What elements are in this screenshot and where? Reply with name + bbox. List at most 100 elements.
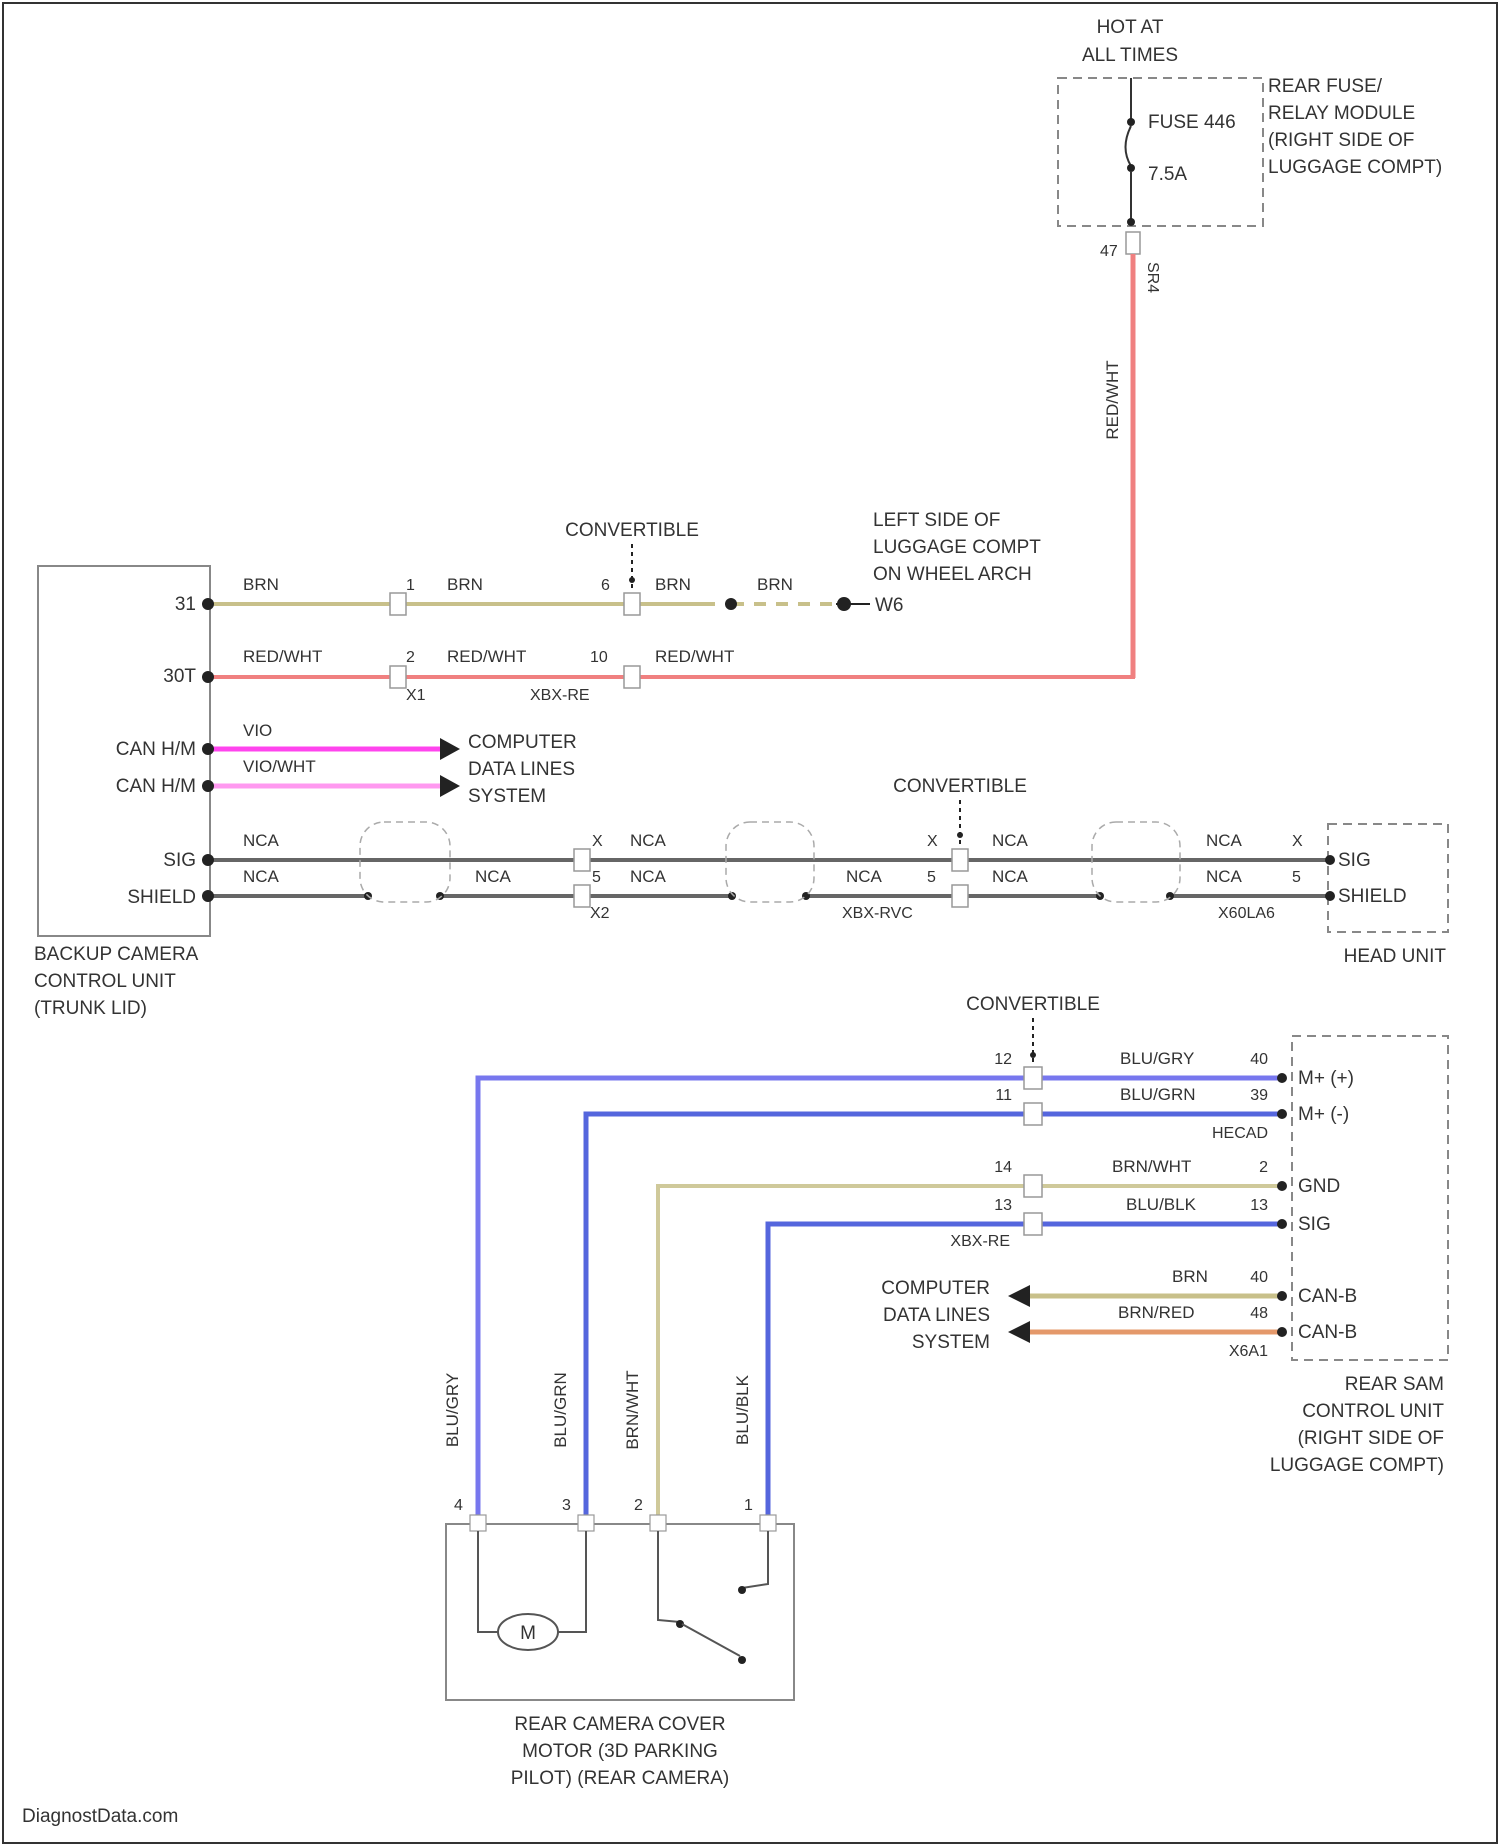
rear-sam-wires: CONVERTIBLE 12 11 14 13 BLU/GRY BLU/GRN …	[478, 994, 1287, 1524]
rear-camera-cover-motor: BLU/GRY BLU/GRN BRN/WHT BLU/BLK 4 3 2 1 …	[443, 1370, 794, 1789]
motor-pin-1: 1	[744, 1497, 753, 1514]
ground-label-3: ON WHEEL ARCH	[873, 564, 1032, 585]
fuse-module-label-2: RELAY MODULE	[1268, 103, 1415, 124]
sam-term-can-2: CAN-B	[1298, 1322, 1357, 1343]
can-target-1: COMPUTER	[468, 732, 577, 753]
pin-sig: SIG	[163, 850, 196, 871]
pin-shield: SHIELD	[127, 887, 196, 908]
sam-term-3: GND	[1298, 1176, 1340, 1197]
connector-sam-1	[1024, 1067, 1042, 1089]
fuse-rating: 7.5A	[1148, 164, 1187, 185]
motor-label-3: PILOT) (REAR CAMERA)	[511, 1768, 730, 1789]
redwht-pin-2: 2	[406, 649, 415, 666]
backup-camera-label-1: BACKUP CAMERA	[34, 944, 199, 965]
hot-at-label-1: HOT AT	[1097, 17, 1164, 38]
can-target-2: DATA LINES	[468, 759, 575, 780]
backup-camera-control-unit: 31 30T CAN H/M CAN H/M SIG SHIELD BACKUP…	[34, 566, 210, 1019]
connector-xbx-31	[624, 593, 640, 615]
fuse-icon	[1126, 126, 1132, 166]
wire-fuse-color: RED/WHT	[1103, 360, 1122, 439]
sam-conn-xbx: XBX-RE	[950, 1233, 1010, 1250]
redwht-wire-1: RED/WHT	[243, 647, 322, 666]
brn-pin-1: 1	[406, 577, 415, 594]
row-31-brn: W6 BRN 1 BRN 6 BRN BRN CONVERTIBLE LEFT …	[202, 510, 1041, 616]
sam-conn-head: HECAD	[1212, 1125, 1268, 1142]
fuse-module-label-3: (RIGHT SIDE OF	[1268, 130, 1414, 151]
fuse-connector-label: SR4	[1144, 262, 1161, 293]
shield-wire-3: NCA	[630, 867, 667, 886]
can-wire-vio: VIO	[243, 721, 272, 740]
brn-wire-1: BRN	[243, 575, 279, 594]
shield-wire-4: NCA	[846, 867, 883, 886]
sam-pin-right-39: 39	[1250, 1087, 1268, 1104]
rear-sam-label-3: (RIGHT SIDE OF	[1298, 1428, 1444, 1449]
motor-pin-3: 3	[562, 1497, 571, 1514]
sam-term-can-1: CAN-B	[1298, 1286, 1357, 1307]
convertible-label-2: CONVERTIBLE	[893, 776, 1027, 797]
redwht-wire-3: RED/WHT	[655, 647, 734, 666]
fuse-module-box	[1058, 78, 1263, 226]
connectors-upper	[390, 593, 640, 688]
can-b-target-3: SYSTEM	[912, 1332, 990, 1353]
connector-x2-shield	[574, 885, 590, 907]
video-pin-x-1: X	[592, 833, 603, 850]
can-b-conn: X6A1	[1229, 1343, 1268, 1360]
fuse-name: FUSE 446	[1148, 112, 1236, 133]
brn-wire-2: BRN	[447, 575, 483, 594]
rear-sam-label-2: CONTROL UNIT	[1302, 1401, 1444, 1422]
can-wire-viowht: VIO/WHT	[243, 757, 316, 776]
head-unit-pin-sig: SIG	[1338, 850, 1371, 871]
fuse-pin-47: 47	[1100, 243, 1118, 260]
fuse-terminal-bottom	[1127, 164, 1135, 172]
can-b-target-1: COMPUTER	[881, 1278, 990, 1299]
redwht-conn-x1: X1	[406, 687, 426, 704]
connector-x1-31	[390, 593, 406, 615]
arrow-can-low-icon	[440, 775, 460, 797]
connector-x2-sig	[574, 849, 590, 871]
pin-30t: 30T	[163, 666, 196, 687]
can-lines: VIO VIO/WHT COMPUTER DATA LINES SYSTEM	[202, 721, 577, 807]
redwht-conn-xbx: XBX-RE	[530, 687, 590, 704]
rear-fuse-relay-module: HOT AT ALL TIMES FUSE 446 7.5A REAR FUSE…	[1058, 17, 1442, 293]
brn-pin-6: 6	[601, 577, 610, 594]
video-pin-x-3: X	[1292, 833, 1303, 850]
sig-wire-1: NCA	[243, 831, 280, 850]
video-conn-xbx-rvc: XBX-RVC	[842, 905, 913, 922]
motor-label-2: MOTOR (3D PARKING	[522, 1741, 718, 1762]
backup-camera-label-3: (TRUNK LID)	[34, 998, 147, 1019]
ground-label-1: LEFT SIDE OF	[873, 510, 1000, 531]
motor-label-1: REAR CAMERA COVER	[514, 1714, 725, 1735]
wire-blu-gry	[478, 1078, 1282, 1524]
motor-box	[446, 1524, 794, 1700]
footer-watermark: DiagnostData.com	[22, 1806, 178, 1827]
motor-symbol: M	[520, 1623, 536, 1644]
ground-id: W6	[875, 595, 904, 616]
convertible-label-3: CONVERTIBLE	[966, 994, 1100, 1015]
can-b-target-2: DATA LINES	[883, 1305, 990, 1326]
sam-wire-color-1: BLU/GRY	[1120, 1049, 1194, 1068]
sam-pin-right-13: 13	[1250, 1197, 1268, 1214]
motor-pin-4: 4	[454, 1497, 463, 1514]
pin-can-l: CAN H/M	[116, 776, 196, 797]
fuse-terminal-top	[1127, 118, 1135, 126]
sig-wire-3: NCA	[992, 831, 1029, 850]
sam-wire-color-2: BLU/GRN	[1120, 1085, 1196, 1104]
page-frame	[3, 3, 1497, 1843]
video-pin-5-2: 5	[927, 869, 936, 886]
connector-sam-3	[1024, 1175, 1042, 1197]
redwht-wire-2: RED/WHT	[447, 647, 526, 666]
backup-camera-label-2: CONTROL UNIT	[34, 971, 176, 992]
head-unit-label: HEAD UNIT	[1344, 946, 1447, 967]
sig-wire-4: NCA	[1206, 831, 1243, 850]
sam-pin-left-12: 12	[994, 1051, 1012, 1068]
fuse-module-label-4: LUGGAGE COMPT)	[1268, 157, 1442, 178]
video-pin-5-1: 5	[592, 869, 601, 886]
shield-wire-5: NCA	[992, 867, 1029, 886]
row-30t-redwht: RED/WHT 2 RED/WHT 10 RED/WHT X1 XBX-RE	[202, 647, 1135, 704]
arrow-can-b-2-icon	[1008, 1321, 1030, 1343]
sam-term-1: M+ (+)	[1298, 1068, 1354, 1089]
arrow-can-high-icon	[440, 738, 460, 760]
sam-pin-left-13: 13	[994, 1197, 1012, 1214]
shield-wire-1: NCA	[243, 867, 280, 886]
rear-sam-control-unit: M+ (+) M+ (-) GND SIG CAN-B CAN-B REAR S…	[1270, 1036, 1448, 1476]
